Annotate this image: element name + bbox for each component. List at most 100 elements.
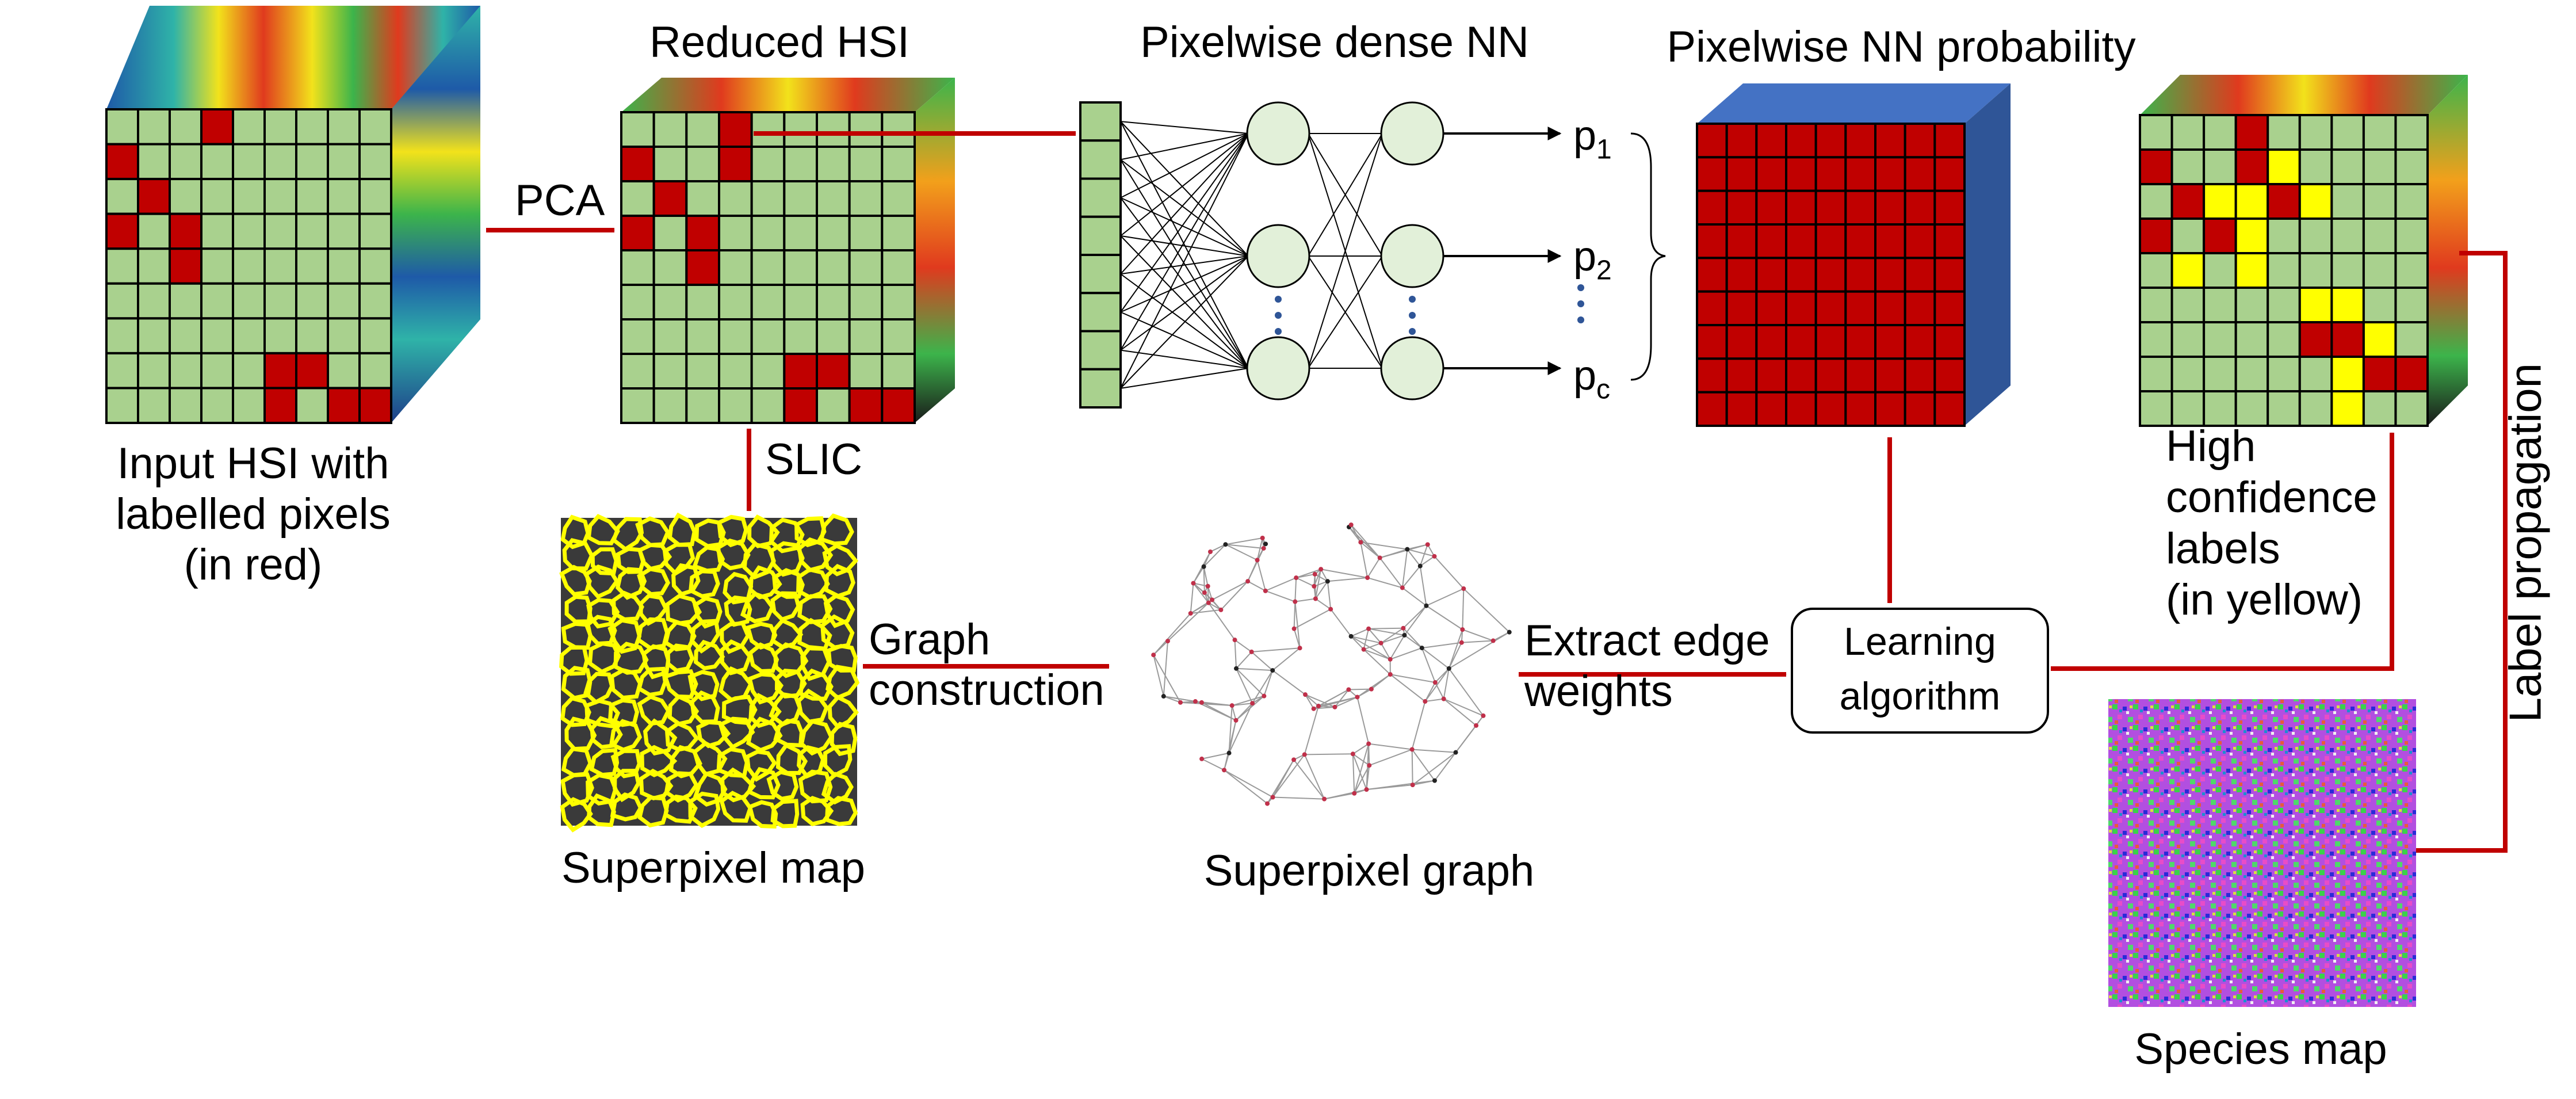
high-confidence-cell (2139, 321, 2173, 358)
superpixel-boundary (742, 541, 776, 580)
graph-edge (1228, 705, 1233, 753)
graph-node (1270, 795, 1275, 800)
superpixel-boundary (607, 618, 642, 654)
superpixel-boundary (639, 768, 674, 800)
superpixel-boundary (613, 769, 641, 803)
probability-cell (1904, 257, 1936, 293)
nn-ellipsis-dot (1275, 328, 1282, 335)
high-confidence-cell (2234, 148, 2269, 185)
reduced-hsi-cell (652, 387, 688, 424)
graph-node (1270, 668, 1275, 673)
graph-node (1201, 564, 1206, 569)
graph-edge (1180, 701, 1232, 707)
probability-cell (1755, 257, 1787, 293)
graph-edge (1379, 557, 1403, 589)
nn-edge (1120, 197, 1249, 257)
high-confidence-cell (2267, 148, 2301, 185)
nn-ellipsis-dot (1275, 296, 1282, 303)
input-hsi-cell (200, 108, 234, 146)
graph-edge (1251, 651, 1273, 671)
graph-node (1365, 575, 1370, 581)
probability-cell (1725, 357, 1758, 394)
graph-edge (1363, 642, 1382, 650)
graph-node (1312, 571, 1317, 577)
reduced-hsi-cell (685, 249, 721, 286)
probability-cell (1696, 189, 1728, 226)
reduced-hsi-cell (848, 111, 884, 148)
input-hsi-cell (358, 282, 392, 320)
graph-edge (1201, 758, 1225, 771)
high-confidence-cell (2170, 287, 2206, 323)
reduced-hsi-cell (816, 249, 851, 286)
high-confidence-line-1: High (2166, 422, 2256, 471)
superpixel-boundary (560, 797, 593, 833)
graph-node (1222, 768, 1227, 773)
probability-cell (1814, 290, 1847, 326)
input-hsi-cell (232, 212, 266, 250)
high-confidence-cell (2298, 287, 2333, 323)
input-hsi-cell (137, 387, 171, 425)
graph-edge (1402, 587, 1427, 606)
superpixel-boundary (564, 594, 593, 624)
superpixel-boundary (696, 720, 731, 749)
probability-cell (1814, 357, 1847, 394)
reduced-hsi-cell (718, 318, 753, 355)
graph-edge (1193, 582, 1208, 587)
reduced-hsi-cell (620, 284, 655, 320)
reduced-hsi-cell (816, 180, 851, 217)
input-hsi-cell (358, 387, 392, 425)
graph-edge (1318, 696, 1358, 707)
superpixel-boundary (562, 538, 594, 571)
probability-cell (1874, 257, 1906, 293)
graph-node (1417, 563, 1423, 568)
p1-label: p1 (1573, 112, 1612, 166)
graph-node (1193, 699, 1198, 704)
superpixel-map-label: Superpixel map (561, 844, 866, 892)
input-hsi-cell (200, 387, 234, 425)
probability-cell (1814, 257, 1847, 293)
probability-cell (1696, 357, 1728, 394)
graph-node (1388, 672, 1393, 677)
high-confidence-cell (2330, 114, 2365, 151)
graph-node (1294, 575, 1299, 581)
slic-label: SLIC (765, 435, 862, 484)
input-hsi-cell (105, 247, 139, 285)
probability-cell (1933, 123, 1966, 159)
nn-edge (1120, 255, 1249, 351)
probability-cell (1933, 290, 1966, 326)
reduced-hsi-cell (750, 249, 786, 286)
superpixel-boundary (827, 694, 859, 730)
nn-edge (1308, 255, 1383, 369)
nn-edge (1120, 121, 1249, 257)
graph-node (1265, 801, 1270, 806)
graph-node (1388, 657, 1393, 662)
probability-cell (1755, 391, 1787, 428)
probability-cell (1904, 357, 1936, 394)
probability-cell (1874, 156, 1906, 192)
probability-cell (1844, 156, 1876, 192)
nn-edge (1120, 349, 1249, 369)
probability-cell (1785, 391, 1817, 428)
graph-edge (1210, 544, 1226, 552)
probability-cell (1904, 324, 1936, 360)
high-confidence-cell (2170, 321, 2206, 358)
high-confidence-cell (2203, 252, 2237, 289)
reduced-hsi-cube (620, 78, 955, 424)
graph-edge (1350, 636, 1365, 650)
graph-edge (1318, 705, 1335, 708)
probability-cell (1785, 123, 1817, 159)
superpixel-boundary (611, 590, 644, 622)
high-confidence-cell (2234, 287, 2269, 323)
high-confidence-cell (2139, 114, 2173, 151)
graph-edge (1352, 743, 1369, 755)
nn-probability-title: Pixelwise NN probability (1667, 22, 2136, 71)
graph-edge (1330, 609, 1352, 637)
probability-cell (1814, 324, 1847, 360)
nn-edge (1120, 273, 1249, 369)
superpixel-boundary (796, 688, 829, 724)
arrow-learning-to-high (2051, 432, 2394, 671)
high-confidence-cell (2203, 390, 2237, 427)
probability-cell (1904, 223, 1936, 260)
high-confidence-cell (2362, 252, 2397, 289)
